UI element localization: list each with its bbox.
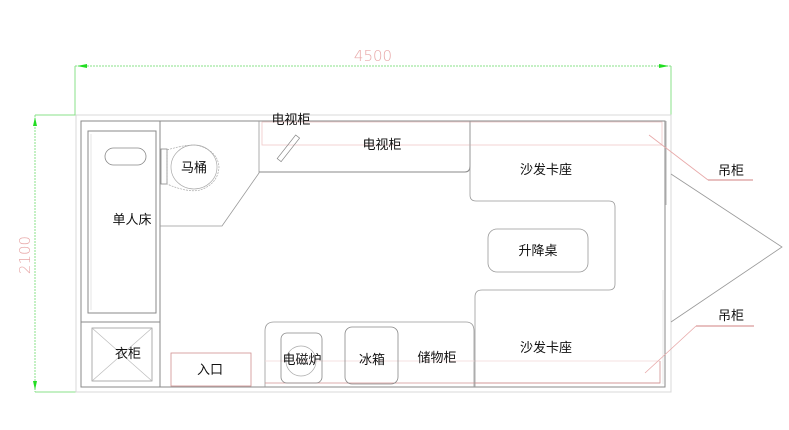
tv-cabinet-callout: 电视柜 — [271, 113, 310, 128]
tv-cabinet-label: 电视柜 — [362, 138, 401, 153]
hanging-cabinet-top-label: 吊柜 — [718, 164, 744, 179]
sofa-bottom[interactable]: 沙发卡座 — [475, 290, 664, 384]
kitchen-counter — [264, 321, 660, 387]
dimension-width: 2100 — [16, 114, 76, 393]
bathroom-wall — [160, 121, 260, 227]
entrance[interactable]: 入口 — [170, 352, 252, 387]
width-dimension-label: 2100 — [16, 236, 34, 274]
lift-table-label: 升降桌 — [518, 244, 557, 259]
storage-cabinet-label: 储物柜 — [417, 351, 456, 366]
sofa-top-label: 沙发卡座 — [520, 162, 572, 178]
bed-label: 单人床 — [112, 213, 151, 228]
lift-table[interactable]: 升降桌 — [474, 207, 616, 387]
hanging-cabinet-bottom-label: 吊柜 — [718, 309, 744, 324]
arrow-right-icon — [659, 64, 669, 68]
entrance-label: 入口 — [197, 363, 223, 378]
wardrobe-label: 衣柜 — [115, 346, 141, 362]
hanging-cabinet-top-callout: 吊柜 — [648, 134, 753, 181]
induction-cooker-label: 电磁炉 — [282, 353, 321, 368]
fridge[interactable]: 冰箱 — [344, 326, 399, 385]
length-dimension-label: 4500 — [354, 47, 392, 65]
outer-wall — [75, 114, 672, 393]
pillow-icon — [104, 147, 147, 166]
bed[interactable]: 单人床 — [87, 121, 161, 387]
tow-hitch — [670, 173, 783, 323]
toilet-label: 马桶 — [181, 161, 207, 176]
hanging-cabinet-outline — [261, 121, 663, 146]
wardrobe[interactable]: 衣柜 — [81, 321, 160, 382]
arrow-left-icon — [77, 64, 87, 68]
arrow-down-icon — [33, 381, 37, 390]
sofa-top[interactable]: 沙发卡座 — [469, 121, 667, 208]
tv-cabinet[interactable]: 电视柜 电视柜 — [259, 113, 663, 173]
hanging-cabinet-bottom-callout: 吊柜 — [644, 309, 754, 374]
induction-cooker[interactable]: 电磁炉 — [280, 332, 323, 384]
arrow-up-icon — [33, 117, 37, 126]
toilet[interactable]: 马桶 — [160, 144, 220, 192]
tv-icon — [276, 134, 301, 163]
dimension-length: 4500 — [74, 47, 672, 115]
inner-wall — [80, 120, 666, 388]
fridge-label: 冰箱 — [359, 352, 385, 368]
sofa-bottom-label: 沙发卡座 — [520, 340, 572, 356]
